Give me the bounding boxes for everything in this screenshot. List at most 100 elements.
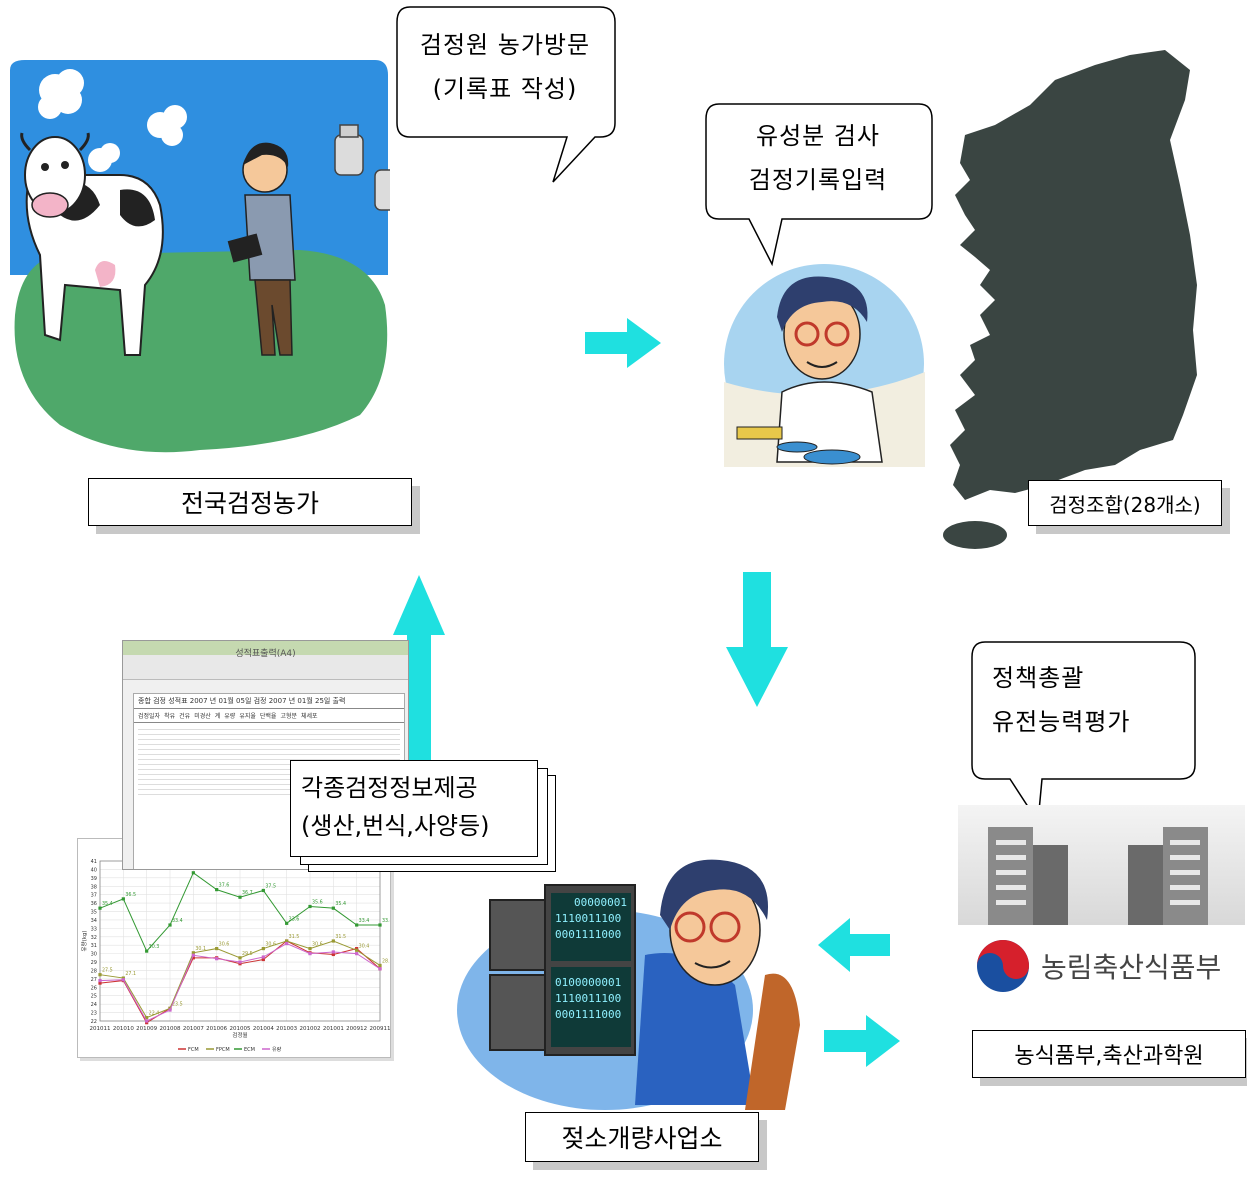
chart-y-tick-label: 41 [91, 859, 97, 865]
chart-point [215, 957, 219, 961]
chart-point [261, 946, 265, 951]
chart-y-tick-label: 38 [91, 884, 97, 890]
chart-point [215, 888, 219, 892]
report-table-row-line [138, 789, 400, 790]
chart-y-tick-label: 35 [91, 910, 97, 916]
korea-map-icon [935, 45, 1235, 555]
report-table-header-cell: 유지율 [239, 713, 256, 720]
chart-point [378, 967, 382, 971]
chart-x-tick-label: 201009 [136, 1026, 157, 1032]
chart-x-tick-label: 200912 [346, 1026, 367, 1032]
report-table-row-line [138, 749, 400, 750]
chart-point [355, 946, 359, 951]
report-window-title: 성적표출력(A4) [235, 649, 296, 659]
ministry-logo: 농림축산식품부 [975, 935, 1235, 997]
chart-y-tick-label: 30 [91, 952, 97, 958]
chart-data-label: 37.5 [265, 883, 276, 889]
chart-y-tick-label: 37 [91, 893, 97, 899]
chart-data-label: 33.4 [382, 918, 390, 924]
report-table-header-cell: 건유 [179, 713, 191, 720]
chart-data-label: 35.6 [312, 899, 323, 905]
chart-legend-label: 유량 [272, 1046, 282, 1053]
label-union: 검정조합(28개소) [1028, 480, 1222, 526]
chart-data-label: 35.4 [102, 901, 113, 907]
report-table-header-cell: 유량 [224, 713, 236, 720]
chart-data-label: 33.4 [172, 918, 183, 924]
chart-x-tick-label: 201011 [90, 1026, 111, 1032]
chart-point [145, 1019, 149, 1023]
report-table-header-cell: 계 [214, 713, 221, 720]
speech-bubble-lab: 유성분 검사 검정기록입력 [704, 102, 936, 267]
chart-point [355, 948, 359, 952]
chart-point [145, 1021, 149, 1025]
bubble-visit-line2: (기록표 작성) [432, 75, 578, 103]
arrow-up-icon [393, 575, 445, 765]
bubble-lab-line2: 검정기록입력 [748, 166, 888, 194]
chart-y-tick-label: 28 [91, 968, 97, 974]
screen-code-line5: 1110011100 [555, 992, 622, 1005]
info-line1: 각종검정정보제공 [301, 774, 478, 802]
label-union-text: 검정조합(28개소) [1049, 492, 1201, 517]
report-table-row-line [138, 759, 400, 760]
arrow-right-icon [824, 1015, 900, 1067]
chart-data-label: 35.4 [335, 901, 346, 907]
chart-point [121, 897, 125, 901]
report-table-row-line [138, 734, 400, 735]
chart-y-tick-label: 26 [91, 985, 97, 991]
report-table-header-cell: 검정일자 [138, 713, 161, 720]
report-table-row-line [138, 729, 400, 730]
chart-data-label: 30.3 [149, 944, 160, 950]
arrow-right-icon [585, 318, 661, 368]
chart-data-label: 30.6 [312, 942, 323, 948]
chart-y-axis-label: 유량(kg) [81, 930, 88, 951]
chart-point [331, 950, 335, 954]
report-table-row-line [138, 764, 400, 765]
chart-svg: 2223242526272829303132333435363738394041… [81, 859, 393, 1053]
report-table-row-line [138, 779, 400, 780]
report-table-row-line [138, 739, 400, 740]
chart-data-label: 37.6 [219, 883, 230, 889]
label-center: 젖소개량사업소 [525, 1112, 759, 1162]
chart-y-tick-label: 31 [91, 943, 97, 949]
report-table-header-cell: 착유 [164, 713, 176, 720]
chart-point [285, 939, 289, 943]
chart-data-label: 29.5 [242, 951, 253, 957]
label-farm-text: 전국검정농가 [180, 489, 319, 518]
chart-data-label: 22.4 [149, 1011, 160, 1017]
chart-point [121, 976, 125, 980]
label-ministry: 농식품부,축산과학원 [972, 1030, 1246, 1078]
arrow-left-icon [818, 918, 890, 972]
chart-point [215, 946, 219, 951]
chart-point [98, 978, 102, 983]
chart-y-tick-label: 39 [91, 876, 97, 882]
ministry-logo-text: 농림축산식품부 [1041, 951, 1222, 984]
chart-point [308, 904, 312, 909]
chart-point [168, 923, 172, 927]
chart-y-tick-label: 29 [91, 960, 97, 966]
chart-point [285, 921, 289, 925]
chart-point [238, 960, 242, 964]
chart-data-label: 36.7 [242, 890, 253, 896]
chart-y-tick-label: 25 [91, 994, 97, 1000]
chart-y-tick-label: 23 [91, 1011, 97, 1017]
bubble-policy-line1: 정책총괄 [992, 664, 1085, 692]
stack-page-front: 각종검정정보제공 (생산,번식,사양등) [290, 760, 538, 857]
chart-point [308, 952, 312, 956]
chart-point [121, 978, 125, 982]
chart-x-tick-label: 201006 [206, 1026, 227, 1032]
screen-code-line4: 0100000001 [555, 976, 622, 989]
chart-point [238, 962, 242, 966]
report-table-row-line [138, 744, 400, 745]
chart-x-tick-label: 201003 [276, 1026, 297, 1032]
chart-point [261, 888, 265, 893]
chart-x-tick-label: 201004 [253, 1026, 274, 1032]
chart-x-tick-label: 201008 [160, 1026, 181, 1032]
chart-legend-label: FPCM [216, 1047, 230, 1053]
report-table-header-cell: 미경산 [194, 713, 211, 720]
report-table-header-cell: 단백율 [259, 713, 277, 720]
chart-point [331, 906, 335, 910]
chart-data-label: 30.6 [265, 942, 276, 948]
chart-point [308, 946, 312, 951]
report-table-header-cell: 체세포 [301, 713, 318, 720]
